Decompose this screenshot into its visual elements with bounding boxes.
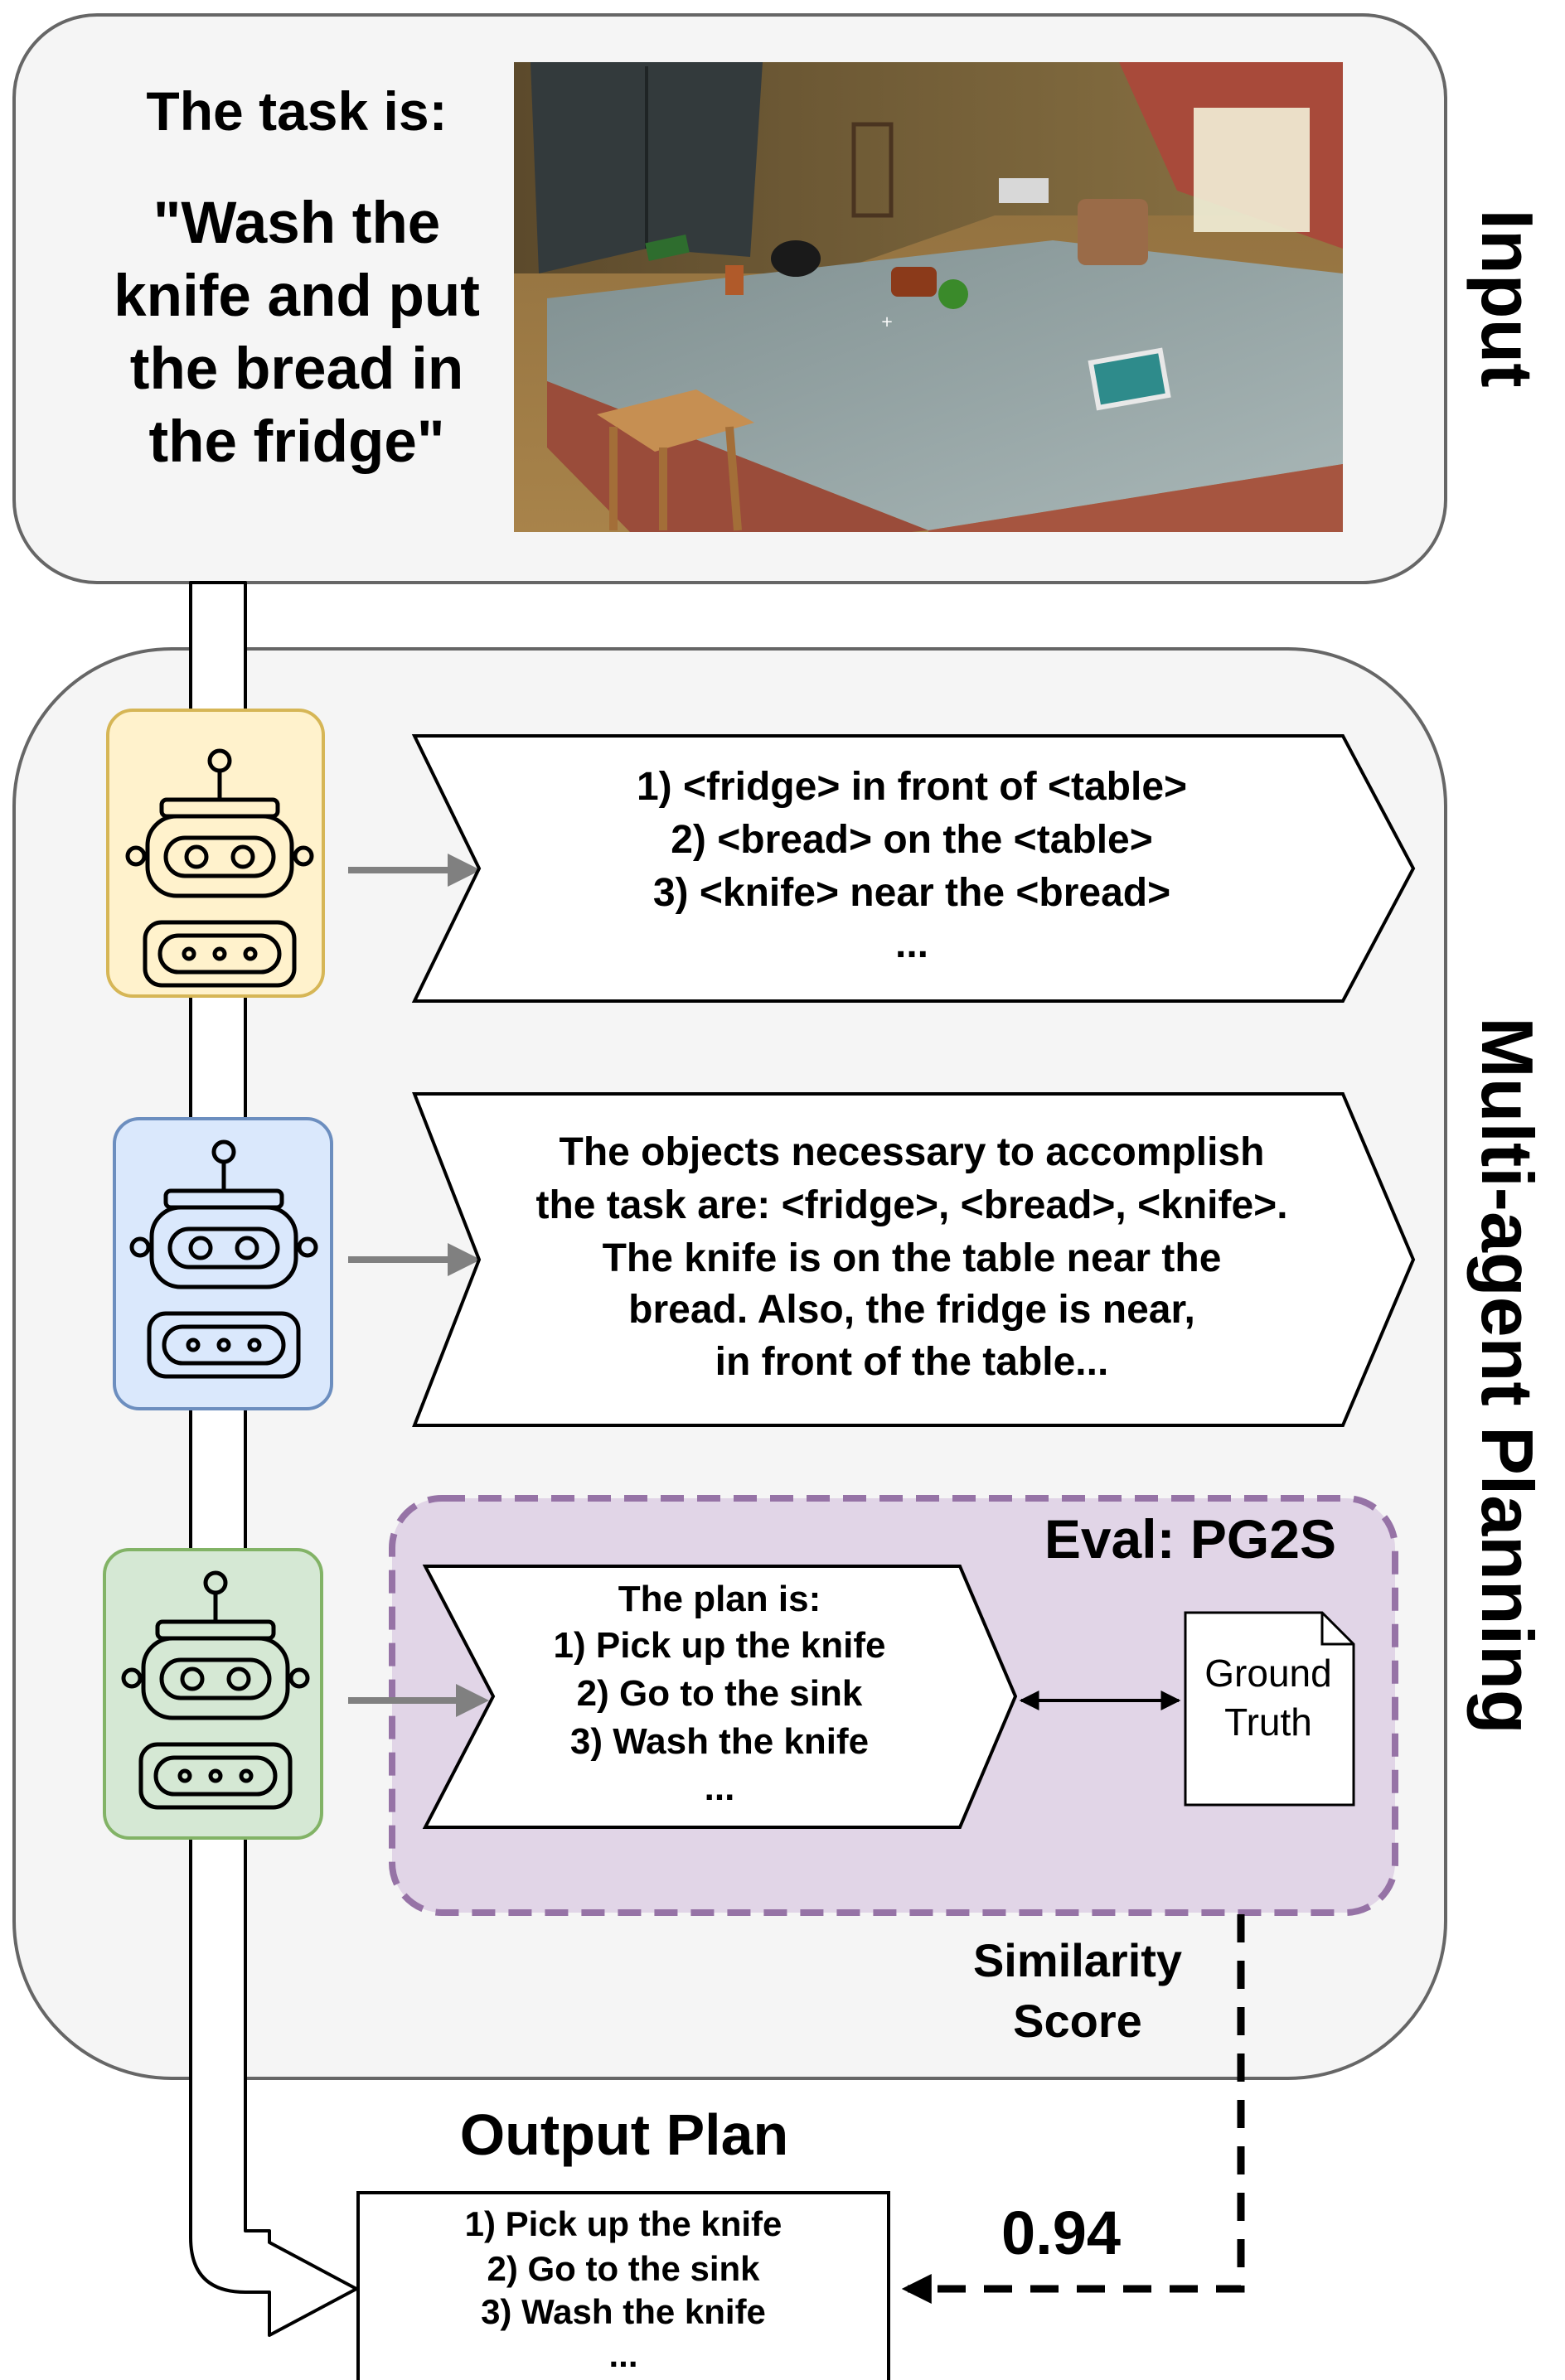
svg-text:Score: Score [1013, 1995, 1142, 2047]
svg-text:2) <bread> on the <table>: 2) <bread> on the <table> [671, 818, 1153, 862]
output-plan-text: 1) Pick up the knife 2) Go to the sink 3… [465, 2204, 782, 2374]
svg-text:+: + [880, 313, 893, 331]
task-text: "Wash the knife and put the bread in the… [114, 191, 480, 475]
output-title: Output Plan [460, 2102, 789, 2167]
svg-text:...: ... [705, 1768, 735, 1808]
agent-2-robot-icon [113, 1117, 333, 1410]
agent-1-output-box [411, 734, 1416, 1003]
score-path [901, 1914, 1245, 2304]
planning-side-label: Multi-agent Planning [1466, 1017, 1548, 1734]
flow-pipe [189, 581, 358, 2337]
svg-text:Similarity: Similarity [973, 1934, 1182, 1986]
agent-1-output-text: 1) <fridge> in front of <table> 2) <brea… [637, 765, 1187, 966]
svg-text:Truth: Truth [1224, 1700, 1312, 1744]
score-value: 0.94 [1001, 2199, 1121, 2267]
svg-text:The objects necessary to accom: The objects necessary to accomplish [560, 1130, 1265, 1174]
ground-truth-doc: Ground Truth [1184, 1611, 1355, 1807]
svg-text:in front of the table...: in front of the table... [715, 1340, 1109, 1384]
agent-2-output-text: The objects necessary to accomplish the … [535, 1130, 1287, 1384]
agent-2-output-box [412, 1092, 1416, 1427]
svg-text:3) <knife> near the <bread>: 3) <knife> near the <bread> [653, 871, 1170, 915]
svg-text:the task are: <fridge>, <bread: the task are: <fridge>, <bread>, <knife>… [535, 1183, 1287, 1227]
svg-text:the fridge": the fridge" [148, 409, 444, 475]
eval-label: Eval: PG2S [1044, 1508, 1336, 1570]
svg-text:3) Wash the knife: 3) Wash the knife [570, 1721, 869, 1762]
agent-3-output-box [422, 1565, 1018, 1829]
svg-text:2) Go to the sink: 2) Go to the sink [487, 2249, 760, 2288]
svg-text:2) Go to the sink: 2) Go to the sink [577, 1673, 863, 1714]
svg-text:1) Pick up the knife: 1) Pick up the knife [554, 1625, 886, 1666]
svg-text:knife and put: knife and put [114, 264, 480, 329]
svg-text:1) <fridge> in front of <table: 1) <fridge> in front of <table> [637, 765, 1187, 809]
svg-text:...: ... [608, 2335, 637, 2374]
similarity-score-label: Similarity Score [973, 1934, 1182, 2047]
agent-1-robot-icon [106, 709, 325, 998]
svg-text:"Wash the: "Wash the [153, 191, 441, 256]
agent-3-robot-icon [103, 1548, 323, 1840]
svg-text:The knife is on the table near: The knife is on the table near the [603, 1236, 1222, 1280]
svg-text:Ground: Ground [1204, 1652, 1331, 1695]
svg-text:1) Pick up the knife: 1) Pick up the knife [465, 2204, 782, 2243]
output-box [356, 2191, 890, 2380]
svg-text:3) Wash the knife: 3) Wash the knife [481, 2292, 766, 2331]
svg-text:...: ... [895, 922, 928, 966]
svg-text:the bread in: the bread in [130, 336, 463, 402]
svg-text:bread. Also, the fridge is ne: bread. Also, the fridge is near, [628, 1288, 1195, 1332]
scene-image: + [514, 62, 1343, 532]
task-intro: The task is: [146, 80, 447, 142]
svg-text:The plan is:: The plan is: [618, 1579, 821, 1619]
agent-3-output-text: The plan is: 1) Pick up the knife 2) Go … [554, 1579, 886, 1808]
input-side-label: Input [1466, 209, 1548, 387]
